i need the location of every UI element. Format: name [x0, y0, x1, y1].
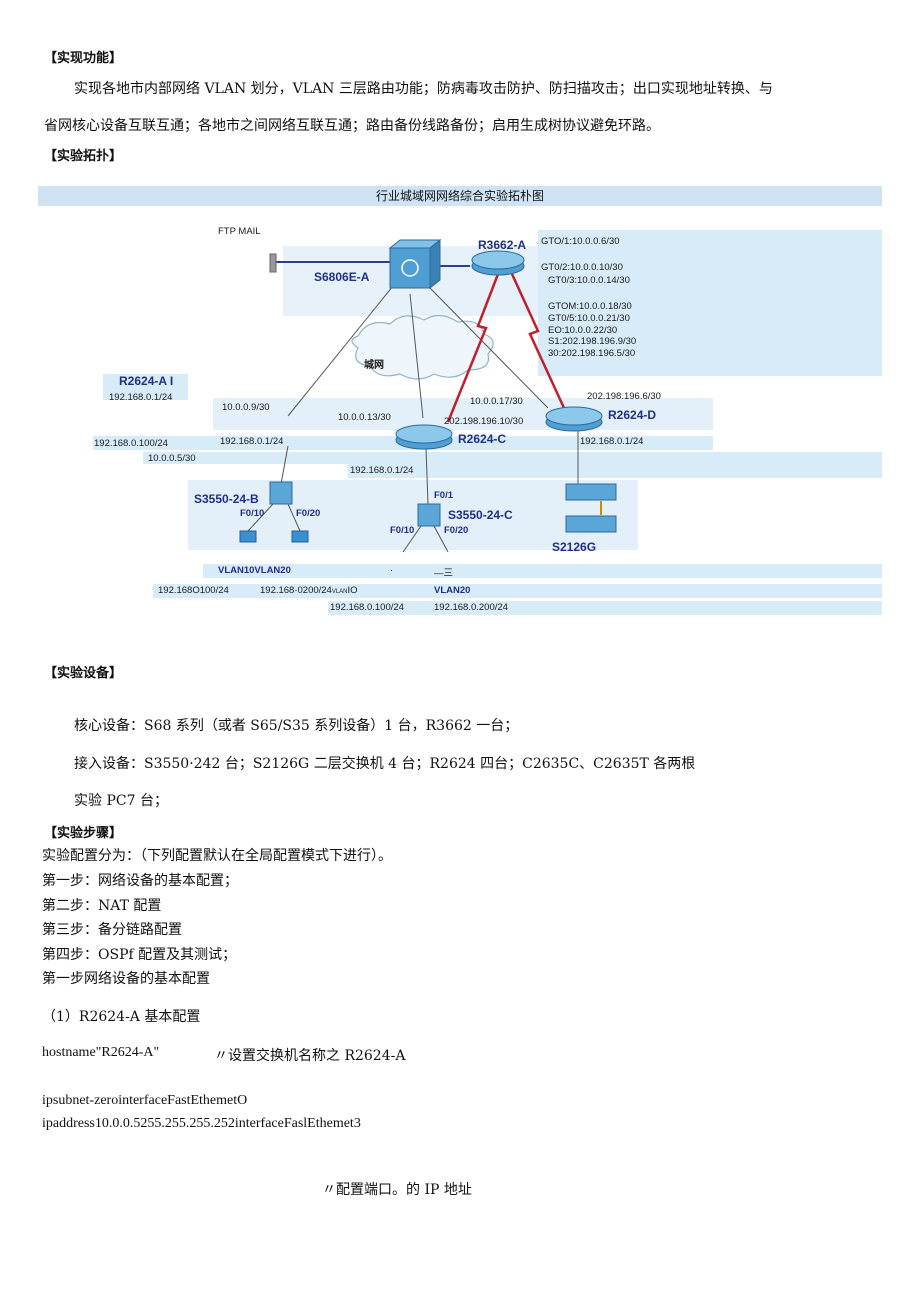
diagram-band: [328, 601, 882, 615]
label-c-pc2: 192.168.0.200/24: [434, 602, 508, 613]
label-vlan-b: VLAN10VLAN20: [218, 565, 291, 576]
code-ipaddress: ipaddress10.0.0.5255.255.255.252interfac…: [42, 1116, 361, 1131]
diagram-band: [143, 452, 882, 464]
serial-link-r3662-r2624c: [446, 273, 500, 423]
label-cloud: 城网: [364, 360, 384, 371]
section-heading-steps: 【实验步骤】: [44, 826, 123, 841]
label-d-ip1: 192.168.0.1/24: [580, 436, 644, 447]
link-r2624c-s3550c: [425, 447, 429, 505]
comment-hostname: 〃设置交换机名称之 R2624-A: [214, 1048, 406, 1064]
link-s6806-r2624d: [427, 285, 549, 409]
label-c-ip1: 192.168.0.1/24: [350, 465, 414, 476]
topology-title: 行业城域网网络综合实验拓朴图: [38, 186, 882, 206]
section-heading-topology: 【实验拓扑】: [44, 149, 123, 164]
label-b-f0-20: F0/20: [296, 508, 321, 519]
label-gt03: GT0/3:10.0.0.14/30: [548, 275, 630, 286]
label-gtom: GTOM:10.0.0.18/30: [548, 301, 632, 312]
label-s1: S1:202.198.196.9/30: [548, 336, 637, 347]
device-r3662: R3662-A: [478, 238, 527, 252]
link-pc: [402, 525, 422, 553]
equipment-core: 核心设备：S68 系列（或者 S65/S35 系列设备）1 台，R3662 一台…: [74, 718, 519, 734]
diagram-band: [538, 230, 882, 376]
label-b-pc2: 192.168·0200/24VLANIO: [260, 585, 358, 596]
label-f0-1: F0/1: [434, 490, 454, 501]
topology-diagram: 行业城域网网络综合实验拓朴图: [38, 186, 882, 616]
equipment-pc: 实验 PC7 台；: [74, 793, 168, 809]
link-pc: [433, 525, 449, 553]
cloud-shape: [351, 314, 494, 380]
step-2: 第二步：NAT 配置: [42, 898, 162, 914]
device-s6806: S6806E-A: [314, 270, 370, 284]
label-10-0-0-17: 10.0.0.17/30: [470, 396, 523, 407]
label-b-ip1: 192.168.0.1/24: [220, 436, 284, 447]
link-s6806-r2624a: [287, 285, 394, 417]
label-dot: ·: [390, 565, 394, 576]
step-3: 第三步：备分链路配置: [42, 922, 182, 938]
label-gt02: GT0/2:10.0.0.10/30: [541, 262, 623, 273]
code-hostname: hostname"R2624-A": [42, 1045, 160, 1060]
device-r2624c: R2624-C: [458, 432, 507, 446]
label-c-pc1: 192.168.0.100/24: [330, 602, 404, 613]
diagram-band: [153, 584, 882, 598]
label-10-0-0-9: 10.0.0.9/30: [222, 402, 270, 413]
equipment-access: 接入设备：S3550·242 台；S2126G 二层交换机 4 台；R2624 …: [74, 756, 696, 772]
label-202-198-196-6: 202.198.196.6/30: [587, 391, 661, 402]
serial-link-r3662-r2624d: [510, 273, 566, 409]
label-vlan20: VLAN20: [434, 585, 471, 596]
label-eo: EO:10.0.0.22/30: [548, 325, 618, 336]
step-4: 第四步：OSPf 配置及其测试；: [42, 947, 237, 963]
label-gt05: GT0/5:10.0.0.21/30: [548, 313, 630, 324]
label-gt01: GTO/1:10.0.0.6/30: [541, 236, 620, 247]
step-1: 第一步：网络设备的基本配置；: [42, 873, 238, 889]
device-s3550c: S3550-24-C: [448, 508, 513, 522]
label-202-198-196-10: 202.198.196.10/30: [444, 416, 524, 427]
label-ftp-mail: FTP MAIL: [218, 226, 261, 237]
label-10-0-0-13: 10.0.0.13/30: [338, 412, 391, 423]
s2126-switch-icon: [565, 483, 617, 501]
function-paragraph-line1: 实现各地市内部网络 VLAN 划分，VLAN 三层路由功能；防病毒攻击防护、防扫…: [74, 81, 773, 97]
steps-intro: 实验配置分为：（下列配置默认在全局配置模式下进行）。: [42, 848, 392, 864]
label-a-ip1: 192.168.0.1/24: [109, 392, 173, 403]
device-s2126: S2126G: [552, 540, 597, 554]
label-dash: —三: [434, 568, 454, 579]
section-heading-equipment: 【实验设备】: [44, 666, 123, 681]
server-icon: [269, 253, 277, 273]
diagram-band: [203, 564, 882, 578]
s6806-switch-icon: [389, 247, 431, 289]
device-s3550b: S3550-24-B: [194, 492, 259, 506]
comment-ipaddress: 〃配置端口。的 IP 地址: [322, 1182, 472, 1198]
device-r2624d: R2624-D: [608, 408, 657, 422]
device-r2624a: R2624-A I: [119, 374, 174, 388]
diagram-band: [348, 464, 882, 478]
label-b-pc1: 192.168O100/24: [158, 585, 229, 596]
diagram-band: [213, 398, 713, 430]
link-pc: [247, 503, 274, 532]
link-pc: [287, 503, 301, 532]
section-heading-function: 【实现功能】: [44, 51, 123, 66]
pc-icon: [239, 530, 257, 543]
link-s6806-r2624c: [409, 293, 424, 419]
s3550b-switch-icon: [269, 481, 293, 505]
label-10-0-0-5: 10.0.0.5/30: [148, 453, 196, 464]
code-subnet-zero: ipsubnet-zerointerfaceFastEthemetO: [42, 1093, 248, 1108]
topology-links: [239, 238, 617, 553]
s3550c-switch-icon: [417, 503, 441, 527]
label-c-f0-20: F0/20: [444, 525, 469, 536]
step-1-heading: 第一步网络设备的基本配置: [42, 971, 210, 987]
label-a-ip100: 192.168.0.100/24: [94, 438, 168, 449]
link-r2624a-s3550b: [280, 445, 289, 485]
function-paragraph-line2: 省网核心设备互联互通；各地市之间网络互联互通；路由备份线路备份；启用生成树协议避…: [44, 118, 660, 134]
label-c-f0-10: F0/10: [390, 525, 415, 536]
sub-step-r2624a: （1）R2624-A 基本配置: [42, 1009, 201, 1025]
label-b-f0-10: F0/10: [240, 508, 265, 519]
pc-icon: [291, 530, 309, 543]
diagram-band: [103, 374, 188, 400]
label-s30: 30:202.198.196.5/30: [548, 348, 636, 359]
